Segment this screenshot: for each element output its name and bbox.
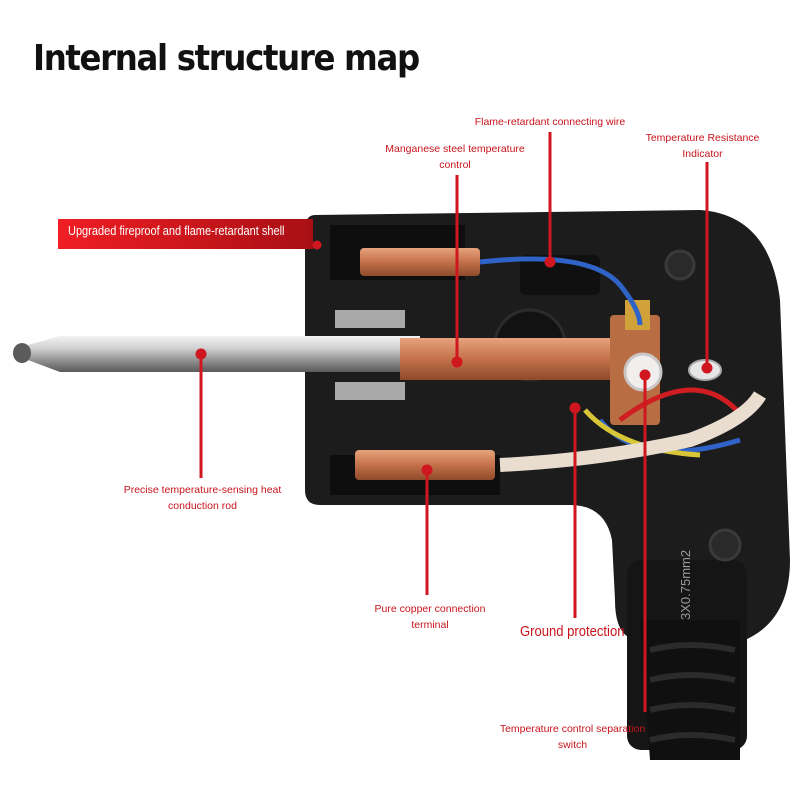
label-ground-protection: Ground protection [520,624,625,640]
label-copper-terminal: Pure copper connection terminal [374,603,486,631]
shell-label-bar [58,219,322,250]
heat-conduction-rod [13,310,420,400]
label-heat-conduction-rod: Precise temperature-sensing heat conduct… [123,484,282,512]
label-manganese-steel: Manganese steel temperature control [385,143,525,171]
cable-marking: 3X0.75mm2 [678,550,693,620]
device-shell [305,210,790,760]
thermostat-assembly [400,300,663,425]
label-separation-switch: Temperature control separation switch [499,723,646,751]
label-fireproof-shell: Upgraded fireproof and flame-retardant s… [68,224,285,238]
page-title: Internal structure map [33,38,420,79]
label-flame-retardant-wire: Flame-retardant connecting wire [474,116,626,128]
callout-dots [195,256,713,476]
label-temperature-indicator: Temperature Resistance Indicator [645,132,760,160]
callout-leader-lines [199,132,709,712]
internal-wires [479,256,767,472]
